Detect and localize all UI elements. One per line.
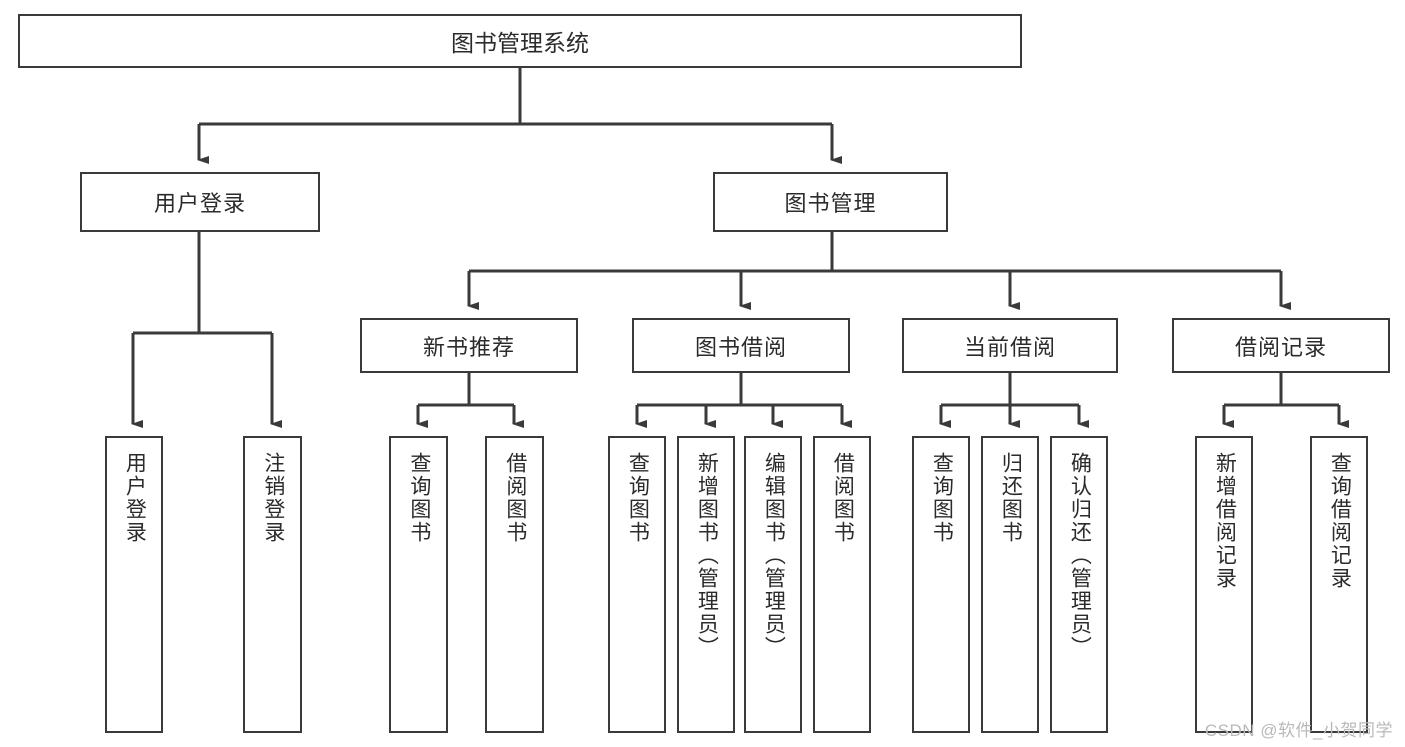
node-user-login[interactable]: 用户登录: [80, 172, 320, 232]
leaf-user-login-logout[interactable]: 注销登录: [243, 436, 302, 733]
leaf-new-book-borrow[interactable]: 借阅图书: [485, 436, 544, 733]
node-label: 查询图书: [407, 452, 431, 544]
leaf-borrow-record-query[interactable]: 查询借阅记录: [1310, 436, 1368, 733]
node-book-management[interactable]: 图书管理: [713, 172, 948, 232]
leaf-book-borrow-borrow[interactable]: 借阅图书: [813, 436, 871, 733]
node-label: 借阅图书: [503, 452, 527, 544]
node-root-system[interactable]: 图书管理系统: [18, 14, 1022, 68]
leaf-current-borrow-return[interactable]: 归还图书: [981, 436, 1039, 733]
node-label: 归还图书: [999, 452, 1023, 544]
csdn-watermark: CSDN @软件_小贺同学: [1204, 721, 1393, 740]
node-label: 查询借阅记录: [1328, 452, 1352, 590]
leaf-book-borrow-edit[interactable]: 编辑图书（管理员）: [744, 436, 802, 733]
node-label: 图书管理系统: [451, 30, 589, 56]
node-label: 编辑图书（管理员）: [762, 452, 786, 659]
leaf-user-login-login[interactable]: 用户登录: [105, 436, 163, 733]
node-current-borrow[interactable]: 当前借阅: [902, 318, 1118, 373]
node-label: 用户登录: [153, 191, 246, 216]
node-label: 当前借阅: [963, 334, 1056, 360]
node-label: 图书管理: [784, 191, 877, 216]
node-label: 新增图书（管理员）: [695, 452, 719, 659]
node-book-borrow[interactable]: 图书借阅: [632, 318, 850, 373]
node-label: 注销登录: [261, 452, 285, 544]
leaf-new-book-query[interactable]: 查询图书: [389, 436, 448, 733]
node-label: 借阅记录: [1234, 334, 1327, 360]
leaf-book-borrow-query[interactable]: 查询图书: [608, 436, 666, 733]
node-label: 确认归还（管理员）: [1068, 452, 1092, 659]
node-label: 查询图书: [626, 452, 650, 544]
leaf-current-borrow-query[interactable]: 查询图书: [912, 436, 970, 733]
leaf-book-borrow-add[interactable]: 新增图书（管理员）: [677, 436, 735, 733]
node-label: 图书借阅: [694, 334, 787, 360]
leaf-current-borrow-confirm[interactable]: 确认归还（管理员）: [1050, 436, 1108, 733]
node-label: 借阅图书: [831, 452, 855, 544]
node-label: 用户登录: [123, 452, 147, 544]
node-new-book-recommend[interactable]: 新书推荐: [360, 318, 578, 373]
node-label: 新增借阅记录: [1213, 452, 1237, 590]
node-borrow-record[interactable]: 借阅记录: [1172, 318, 1390, 373]
node-label: 查询图书: [930, 452, 954, 544]
leaf-borrow-record-add[interactable]: 新增借阅记录: [1195, 436, 1253, 733]
node-label: 新书推荐: [422, 334, 515, 360]
